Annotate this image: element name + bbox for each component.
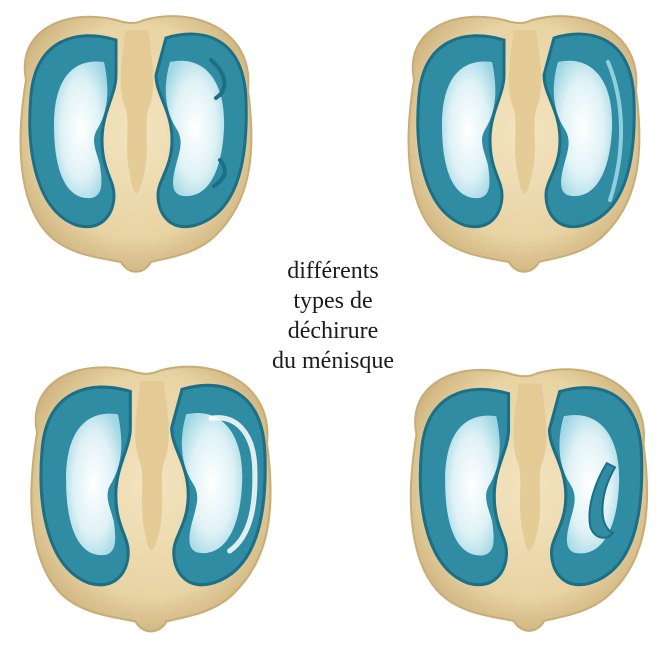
meniscus-diagram-bottom-left xyxy=(16,350,286,640)
meniscus-diagram-top-right xyxy=(394,0,654,280)
meniscus-diagram-top-left xyxy=(6,0,266,280)
meniscus-illustration xyxy=(16,350,286,640)
caption: différents types de déchirure du ménisqu… xyxy=(258,256,408,376)
meniscus-illustration xyxy=(396,352,662,640)
meniscus-diagram-bottom-right xyxy=(396,352,662,640)
caption-line: déchirure xyxy=(258,316,408,346)
meniscus-illustration xyxy=(394,0,654,280)
caption-line: différents xyxy=(258,256,408,286)
caption-line: du ménisque xyxy=(258,346,408,376)
meniscus-illustration xyxy=(6,0,266,280)
caption-line: types de xyxy=(258,286,408,316)
